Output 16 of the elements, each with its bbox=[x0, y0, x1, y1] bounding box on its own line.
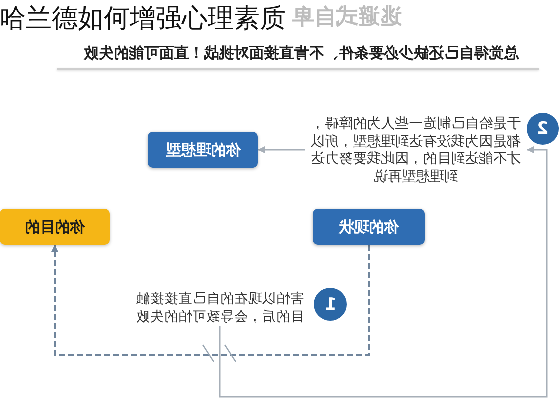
arrow bbox=[258, 146, 305, 154]
arrow bbox=[219, 146, 548, 398]
annotation-text: 害怕以现在的自己直接接触目的后，会导致可怕的失败 bbox=[128, 290, 304, 326]
process-box bbox=[313, 209, 425, 245]
subtitle: 总觉得自己还缺少必要条件、不肯直接面对挑战！直面可能的失败 bbox=[84, 44, 519, 62]
box-label: 你的理想型 bbox=[166, 141, 240, 159]
annotation-text: 于是给自己制造一些人为的障碍，都是因为我没有达到理想型，所以才不能达到目的，因此我要努力达到理想型再说 bbox=[305, 116, 527, 186]
section-heading: 逃避式自卑 bbox=[292, 5, 402, 31]
dashed-arrow bbox=[52, 245, 370, 356]
title: 哈兰德如何增强心理素质 bbox=[0, 4, 286, 34]
box-label: 你的现状 bbox=[339, 218, 399, 236]
box-label: 你的目的 bbox=[25, 218, 85, 236]
step-number: 1 bbox=[324, 296, 336, 314]
goal-box bbox=[0, 209, 110, 245]
process-box bbox=[148, 132, 258, 168]
step-number: 2 bbox=[537, 120, 549, 138]
